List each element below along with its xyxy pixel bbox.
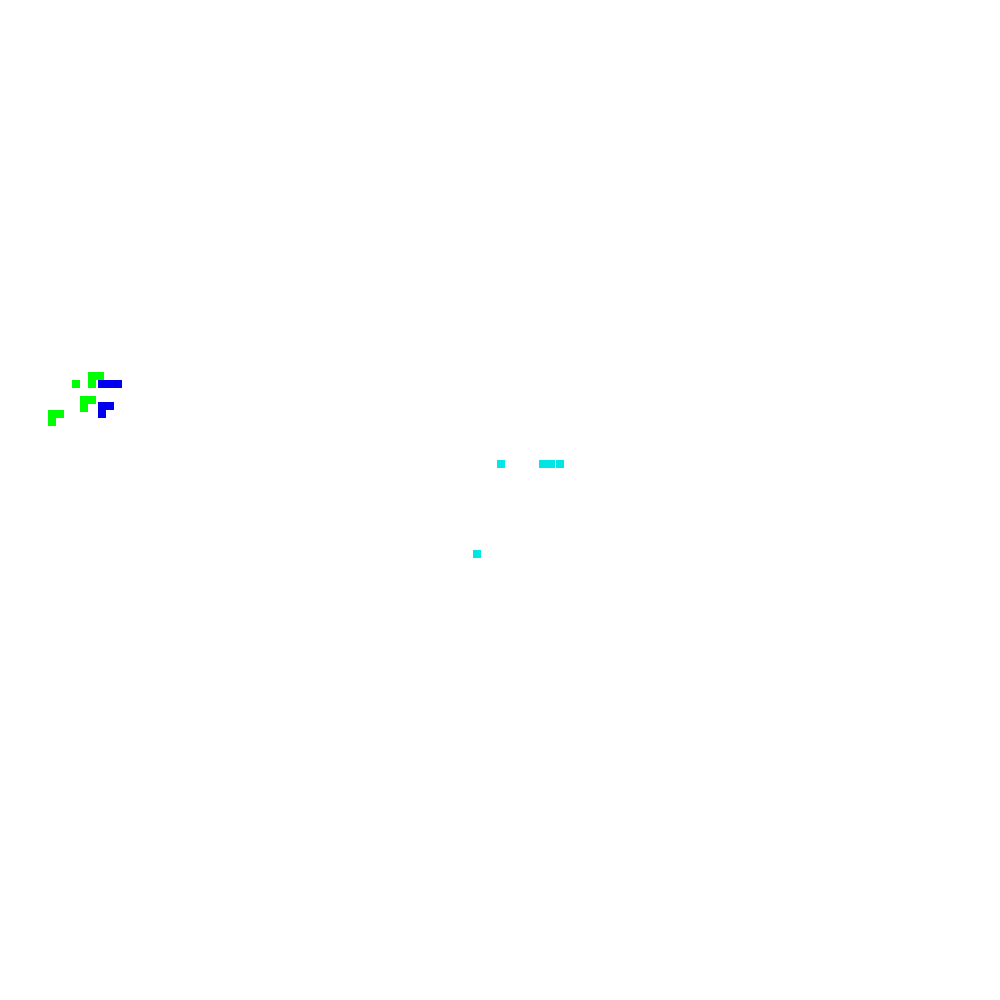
green-pixel (48, 418, 56, 426)
cyan-pixel (497, 460, 505, 468)
green-pixel (80, 404, 88, 412)
blue-pixel (98, 410, 106, 418)
cyan-cells (473, 460, 564, 558)
cyan-pixel (547, 460, 555, 468)
pixel-layer (48, 372, 564, 558)
green-pixel (48, 410, 56, 418)
green-pixel (56, 410, 64, 418)
blue-pixel (98, 380, 106, 388)
green-pixel (96, 372, 104, 380)
cyan-pixel (539, 460, 547, 468)
green-cells (48, 372, 104, 426)
cyan-pixel (473, 550, 481, 558)
blue-cells (98, 380, 122, 418)
blue-pixel (98, 402, 106, 410)
green-pixel (88, 380, 96, 388)
green-pixel (88, 396, 96, 404)
cyan-pixel (556, 460, 564, 468)
green-pixel (88, 372, 96, 380)
green-pixel (80, 396, 88, 404)
blue-pixel (114, 380, 122, 388)
blue-pixel (106, 380, 114, 388)
blue-pixel (106, 402, 114, 410)
green-pixel (72, 380, 80, 388)
